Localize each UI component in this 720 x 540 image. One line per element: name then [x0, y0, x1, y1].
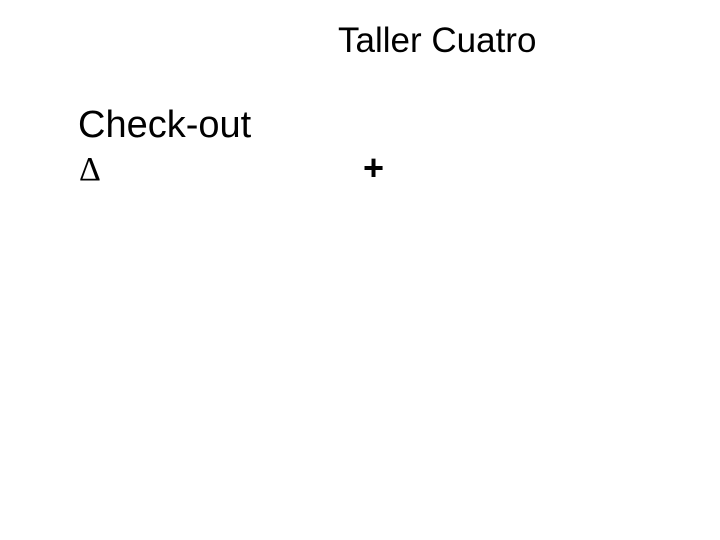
slide-title: Taller Cuatro — [338, 21, 537, 60]
plus-symbol: + — [363, 147, 385, 188]
checkout-heading: Check-out — [78, 104, 252, 146]
delta-symbol: Δ — [79, 151, 101, 188]
